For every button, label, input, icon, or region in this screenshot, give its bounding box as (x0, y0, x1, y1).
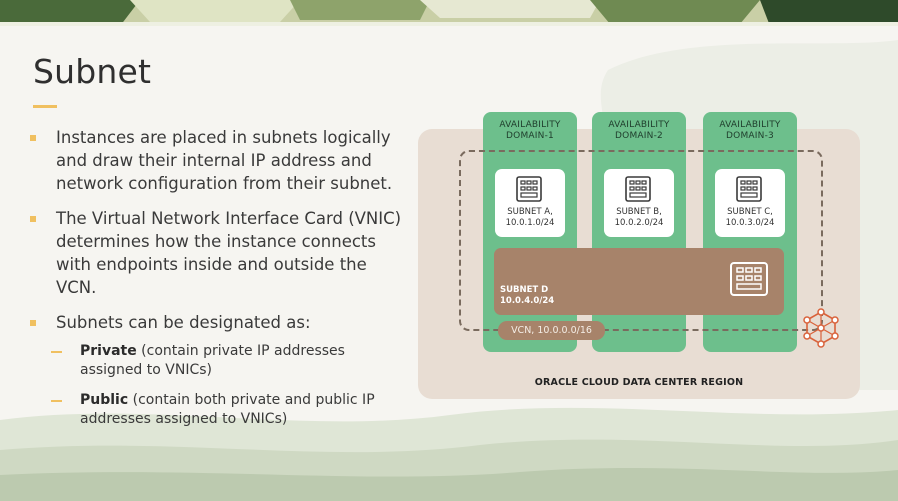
subnet-c-box: SUBNET C, 10.0.3.0/24 (715, 169, 785, 237)
subnet-icon (736, 176, 762, 202)
subnet-name: SUBNET A, (507, 207, 553, 217)
sub-bullet-text: (contain both private and public IP addr… (80, 392, 375, 427)
vcn-label: VCN, 10.0.0.0/16 (498, 321, 605, 340)
ad-label-line2: DOMAIN-1 (506, 131, 554, 141)
bullet-marker (30, 216, 36, 222)
subnet-icon (516, 176, 542, 202)
sub-bullet-marker (51, 400, 62, 402)
subnet-cidr: 10.0.3.0/24 (725, 218, 775, 228)
subnet-a-box: SUBNET A, 10.0.1.0/24 (495, 169, 565, 237)
subnet-cidr: 10.0.4.0/24 (500, 296, 555, 306)
sub-bullet-bold: Private (80, 343, 137, 359)
ad-label-line2: DOMAIN-3 (726, 131, 774, 141)
sub-bullet-text: (contain private IP addresses assigned t… (80, 343, 345, 378)
slide-title: Subnet (33, 52, 152, 91)
ad-label-line2: DOMAIN-2 (615, 131, 663, 141)
sub-bullet-marker (51, 351, 62, 353)
subnet-label: SUBNET A, 10.0.1.0/24 (495, 207, 565, 229)
region-label: ORACLE CLOUD DATA CENTER REGION (534, 377, 744, 388)
subnet-name: SUBNET B, (616, 207, 662, 217)
availability-domain-label: AVAILABILITY DOMAIN-2 (592, 120, 686, 142)
subnet-label: SUBNET B, 10.0.2.0/24 (604, 207, 674, 229)
subnet-icon (625, 176, 651, 202)
subnet-cidr: 10.0.1.0/24 (505, 218, 555, 228)
title-underline (33, 105, 57, 108)
availability-domain-label: AVAILABILITY DOMAIN-1 (483, 120, 577, 142)
subnet-icon (730, 262, 768, 296)
subnet-name: SUBNET C, (727, 207, 773, 217)
bullet-marker (30, 320, 36, 326)
subnet-label: SUBNET C, 10.0.3.0/24 (715, 207, 785, 229)
bottom-landscape-image (0, 407, 898, 501)
top-banner-image (0, 0, 898, 26)
sub-bullet-item: Private (contain private IP addresses as… (30, 342, 410, 380)
bullet-item: Instances are placed in subnets logicall… (30, 126, 410, 195)
availability-domain-label: AVAILABILITY DOMAIN-3 (703, 120, 797, 142)
bullet-text: Instances are placed in subnets logicall… (56, 128, 393, 193)
router-icon (803, 308, 839, 348)
ad-label-line1: AVAILABILITY (499, 120, 561, 130)
sub-bullet-item: Public (contain both private and public … (30, 391, 410, 429)
subnet-d-box: SUBNET D 10.0.4.0/24 (494, 248, 784, 315)
bullet-text: Subnets can be designated as: (56, 313, 311, 332)
subnet-d-label: SUBNET D 10.0.4.0/24 (500, 285, 554, 307)
bullet-list: Instances are placed in subnets logicall… (30, 126, 410, 440)
bullet-text: The Virtual Network Interface Card (VNIC… (56, 209, 402, 297)
bullet-item: Subnets can be designated as: (30, 311, 410, 334)
vcn-boundary (459, 150, 823, 331)
subnet-cidr: 10.0.2.0/24 (614, 218, 664, 228)
ad-label-line1: AVAILABILITY (719, 120, 781, 130)
sub-bullet-bold: Public (80, 392, 129, 408)
bullet-marker (30, 135, 36, 141)
bullet-item: The Virtual Network Interface Card (VNIC… (30, 207, 410, 299)
network-diagram: AVAILABILITY DOMAIN-1 SUBNET A, 10.0.1.0… (418, 112, 860, 402)
subnet-b-box: SUBNET B, 10.0.2.0/24 (604, 169, 674, 237)
ad-label-line1: AVAILABILITY (608, 120, 670, 130)
subnet-name: SUBNET D (500, 285, 549, 295)
